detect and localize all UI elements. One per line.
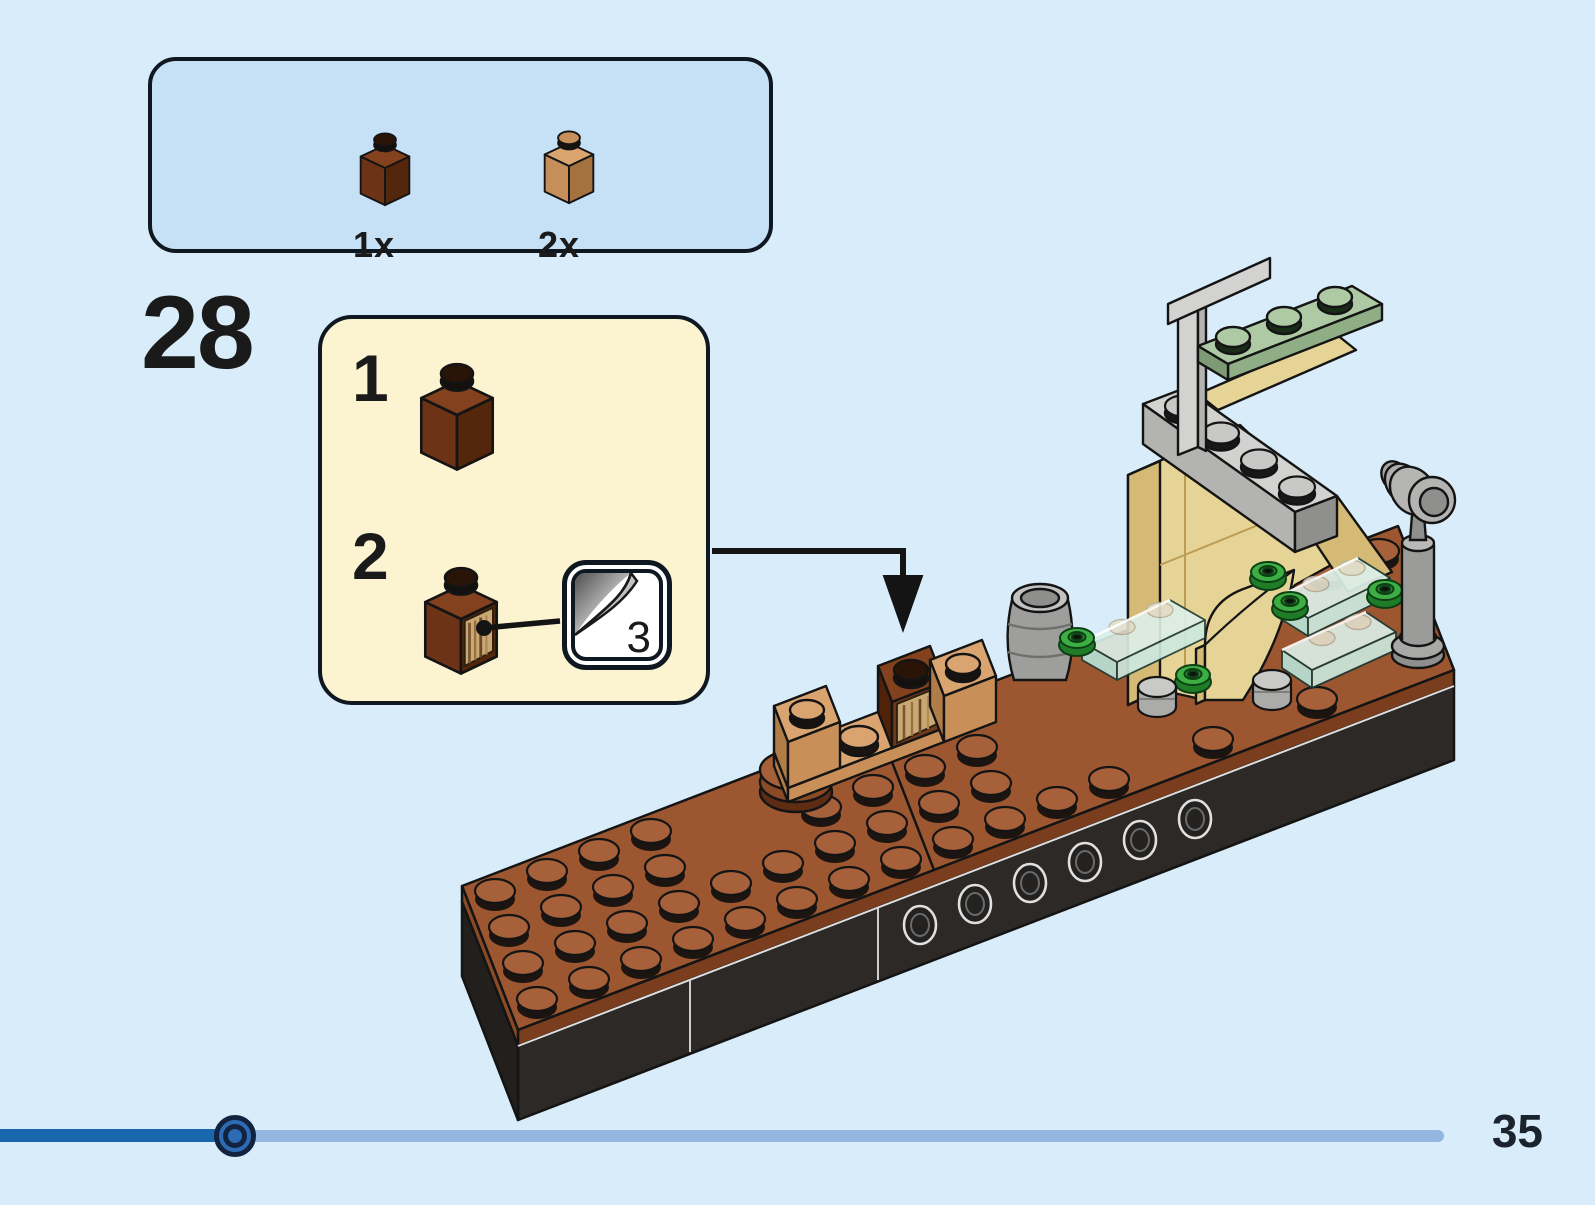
gray-wall-panel	[1176, 294, 1208, 457]
trans-light-blue-tiles	[1081, 556, 1397, 689]
lamp-post	[1380, 460, 1457, 670]
brick-1x1-medium-nougat-icon	[543, 130, 595, 205]
progress-bar-remaining	[254, 1130, 1444, 1142]
progress-knob	[214, 1115, 256, 1157]
substep-1-brick	[410, 349, 504, 486]
progress-knob-ring	[223, 1124, 247, 1148]
wood-grain-sticker-applied	[896, 686, 940, 744]
nougat-brick-back	[772, 684, 842, 790]
substep-1-label: 1	[352, 341, 389, 415]
base-side-studs	[902, 798, 1213, 946]
nougat-brick-right	[928, 638, 998, 744]
nougat-plate	[772, 690, 946, 804]
arrow-down-icon	[882, 575, 924, 634]
substeps-panel: 1 2	[318, 315, 710, 705]
substep-2-brick-with-sticker	[414, 553, 508, 690]
part-count-label: 2x	[537, 224, 581, 265]
page-number: 35	[1491, 1105, 1543, 1157]
progress-bar-completed	[0, 1129, 216, 1142]
gray-round-plates	[1136, 668, 1293, 719]
sticker-sheet-icon: 3	[562, 560, 672, 670]
substep-2-label: 2	[352, 519, 389, 593]
sand-green-plate	[1196, 284, 1384, 382]
part-count-label: 1x	[352, 224, 396, 265]
brick-1x1-reddish-brown-icon	[359, 132, 411, 207]
brick-1x1-wood-sticker-icon	[423, 566, 499, 675]
tan-structure	[1126, 256, 1394, 707]
step-number: 28	[141, 275, 255, 391]
round-plate-stack	[758, 741, 834, 814]
part-brick-medium-nougat	[537, 121, 601, 211]
tan-arch	[1194, 568, 1296, 706]
lamp-head	[1380, 460, 1457, 542]
wood-sticker-brick	[876, 644, 946, 750]
flower-plates	[1058, 561, 1404, 694]
barrel	[1006, 582, 1074, 682]
gray-top-panel	[1166, 256, 1272, 326]
parts-needed-panel: 1x 2x	[148, 57, 773, 265]
brick-1x1-reddish-brown-icon	[419, 362, 495, 471]
sticker-sheet-number: 3	[626, 613, 651, 662]
part-brick-reddish-brown	[353, 123, 417, 213]
gray-1x4-brick	[1141, 386, 1339, 554]
